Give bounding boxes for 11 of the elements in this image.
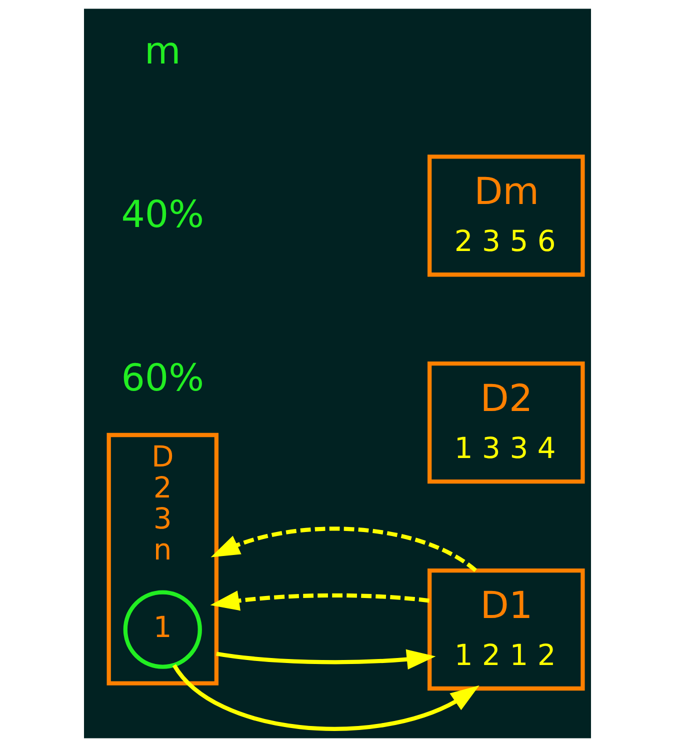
arrow	[210, 526, 477, 572]
arrow	[216, 649, 436, 670]
label: m	[144, 28, 181, 72]
node-box: Dm 2 3 5 6	[428, 154, 585, 277]
arrow	[210, 590, 430, 611]
label: 60%	[121, 355, 204, 400]
arrow	[172, 664, 480, 731]
node-box: D2 1 3 3 4	[428, 362, 585, 484]
label: 40%	[121, 192, 204, 236]
node-box: D1 1 2 1 2	[428, 568, 585, 691]
node-circle: 1	[123, 590, 202, 669]
